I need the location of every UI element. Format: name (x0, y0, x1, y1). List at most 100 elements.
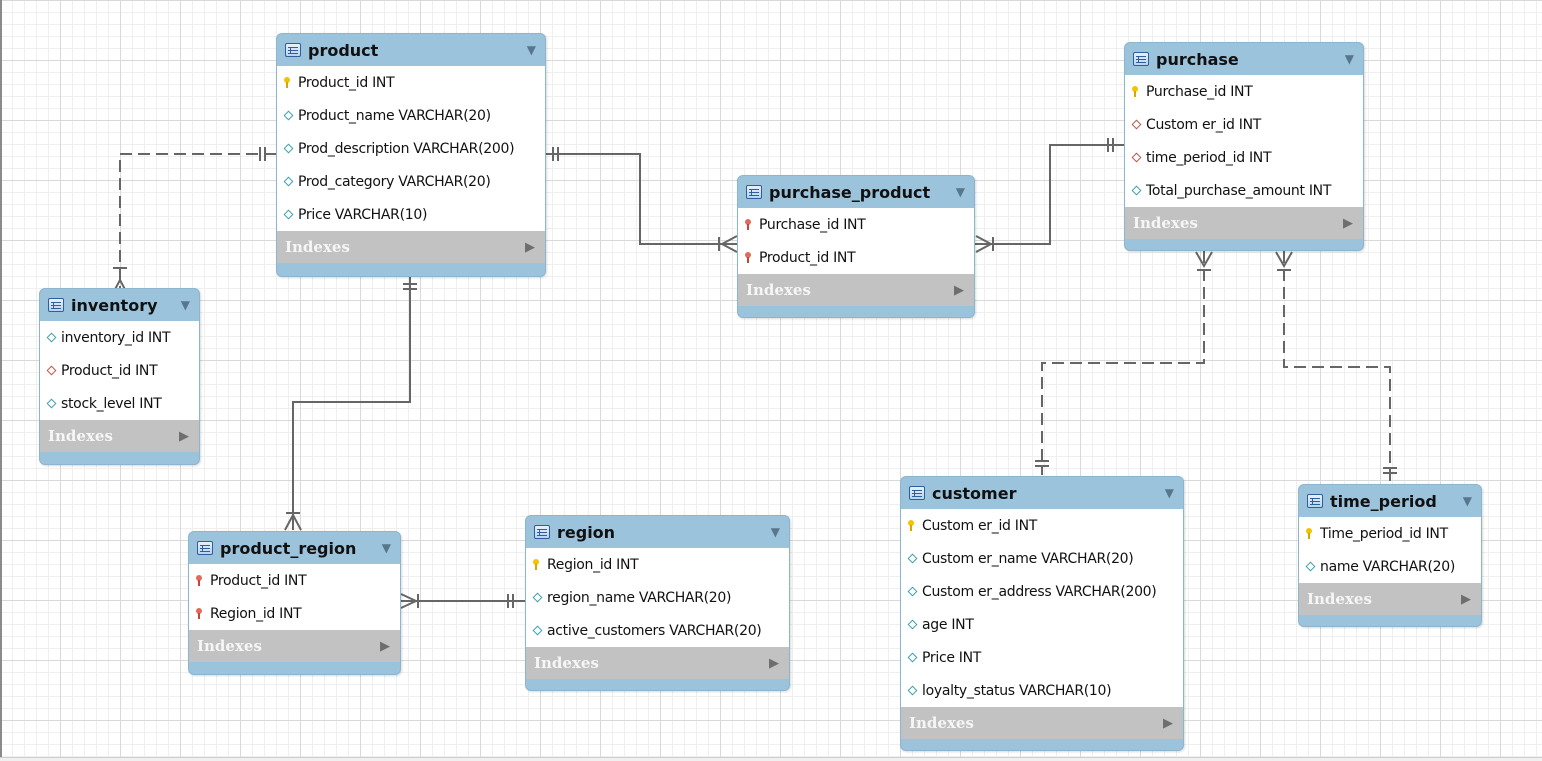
column-row[interactable]: Price VARCHAR(10) (277, 198, 545, 231)
table-header[interactable]: region ▼ (526, 516, 789, 548)
triangle-down-icon[interactable]: ▼ (1164, 486, 1174, 500)
purchase-product-table[interactable]: purchase_product ▼ Purchase_id INT Produ… (737, 175, 975, 318)
column-label: name VARCHAR(20) (1320, 558, 1455, 575)
time-period-table[interactable]: time_period ▼ Time_period_id INT name VA… (1298, 484, 1482, 627)
table-icon (1307, 494, 1323, 508)
triangle-right-icon[interactable]: ▶ (1163, 715, 1173, 731)
column-row[interactable]: region_name VARCHAR(20) (526, 581, 789, 614)
table-header[interactable]: time_period ▼ (1299, 485, 1481, 517)
column-row[interactable]: name VARCHAR(20) (1299, 550, 1481, 583)
column-row[interactable]: age INT (901, 608, 1183, 641)
column-row[interactable]: Product_id INT (40, 354, 199, 387)
column-row[interactable]: time_period_id INT (1125, 141, 1363, 174)
triangle-down-icon[interactable]: ▼ (1344, 52, 1354, 66)
table-header[interactable]: purchase ▼ (1125, 43, 1363, 75)
triangle-right-icon[interactable]: ▶ (769, 655, 779, 671)
column-row[interactable]: stock_level INT (40, 387, 199, 420)
indexes-section[interactable]: Indexes▶ (1299, 583, 1481, 615)
purchase-table[interactable]: purchase ▼ Purchase_id INT Custom er_id … (1124, 42, 1364, 251)
red-key-icon (196, 574, 208, 587)
indexes-section[interactable]: Indexes▶ (738, 274, 974, 306)
triangle-down-icon[interactable]: ▼ (381, 541, 391, 555)
column-row[interactable]: Purchase_id INT (1125, 75, 1363, 108)
table-icon (285, 43, 301, 57)
column-row[interactable]: Custom er_id INT (1125, 108, 1363, 141)
indexes-section[interactable]: Indexes▶ (901, 707, 1183, 739)
triangle-right-icon[interactable]: ▶ (1343, 215, 1353, 231)
product-table[interactable]: product ▼ Product_id INT Product_name VA… (276, 33, 546, 277)
triangle-down-icon[interactable]: ▼ (770, 525, 780, 539)
indexes-label: Indexes (285, 238, 350, 256)
customer-table[interactable]: customer ▼ Custom er_id INT Custom er_na… (900, 476, 1184, 751)
column-row[interactable]: Prod_category VARCHAR(20) (277, 165, 545, 198)
table-icon (909, 486, 925, 500)
column-label: loyalty_status VARCHAR(10) (922, 682, 1112, 699)
indexes-section[interactable]: Indexes ▶ (189, 630, 400, 662)
inventory-table[interactable]: inventory ▼ inventory_id INT Product_id … (39, 288, 200, 465)
column-label: Product_id INT (210, 572, 307, 589)
column-row[interactable]: Region_id INT (526, 548, 789, 581)
indexes-section[interactable]: Indexes▶ (40, 420, 199, 452)
triangle-right-icon[interactable]: ▶ (954, 282, 964, 298)
red-diamond-icon (1131, 119, 1144, 130)
rel-product-purchase-product-one-end (552, 147, 559, 161)
column-row[interactable]: Product_id INT (189, 564, 400, 597)
column-row[interactable]: Total_purchase_amount INT (1125, 174, 1363, 207)
table-icon (1133, 52, 1149, 66)
indexes-label: Indexes (1133, 214, 1198, 232)
rel-purchase-customer-many-end (1195, 251, 1213, 271)
indexes-section[interactable]: Indexes ▶ (1125, 207, 1363, 239)
column-row[interactable]: active_customers VARCHAR(20) (526, 614, 789, 647)
indexes-section[interactable]: Indexes ▶ (526, 647, 789, 679)
horizontal-scrollbar-track[interactable] (0, 757, 1542, 761)
triangle-down-icon[interactable]: ▼ (1462, 494, 1472, 508)
diamond-icon (283, 143, 296, 154)
triangle-right-icon[interactable]: ▶ (1461, 591, 1471, 607)
indexes-label: Indexes (197, 637, 262, 655)
table-icon (746, 185, 762, 199)
column-row[interactable]: Price INT (901, 641, 1183, 674)
triangle-down-icon[interactable]: ▼ (955, 185, 965, 199)
diamond-icon (907, 619, 920, 630)
table-header[interactable]: inventory ▼ (40, 289, 199, 321)
column-row[interactable]: Custom er_name VARCHAR(20) (901, 542, 1183, 575)
diamond-icon (532, 625, 545, 636)
column-row[interactable]: Custom er_id INT (901, 509, 1183, 542)
table-header[interactable]: purchase_product ▼ (738, 176, 974, 208)
diamond-icon (532, 592, 545, 603)
column-row[interactable]: Product_id INT (738, 241, 974, 274)
column-row[interactable]: Product_id INT (277, 66, 545, 99)
column-label: Total_purchase_amount INT (1146, 182, 1332, 199)
table-header[interactable]: customer ▼ (901, 477, 1183, 509)
triangle-down-icon[interactable]: ▼ (526, 43, 536, 57)
red-diamond-icon (1131, 152, 1144, 163)
region-table[interactable]: region ▼ Region_id INT region_name VARCH… (525, 515, 790, 691)
table-icon (197, 541, 213, 555)
column-row[interactable]: Time_period_id INT (1299, 517, 1481, 550)
column-row[interactable]: Purchase_id INT (738, 208, 974, 241)
column-label: Custom er_address VARCHAR(200) (922, 583, 1157, 600)
indexes-label: Indexes (534, 654, 599, 672)
key-icon (284, 76, 296, 89)
column-row[interactable]: Prod_description VARCHAR(200) (277, 132, 545, 165)
indexes-section[interactable]: Indexes ▶ (277, 231, 545, 263)
triangle-right-icon[interactable]: ▶ (179, 428, 189, 444)
triangle-right-icon[interactable]: ▶ (525, 239, 535, 255)
diamond-icon (1305, 561, 1318, 572)
table-header[interactable]: product_region ▼ (189, 532, 400, 564)
product-region-table[interactable]: product_region ▼ Product_id INT Region_i… (188, 531, 401, 675)
rel-inventory-product-one-end (259, 147, 266, 161)
rel-product-purchase-product-many-end (718, 235, 738, 253)
triangle-down-icon[interactable]: ▼ (180, 298, 190, 312)
column-row[interactable]: Region_id INT (189, 597, 400, 630)
table-header[interactable]: product ▼ (277, 34, 545, 66)
red-key-icon (196, 607, 208, 620)
column-row[interactable]: Product_name VARCHAR(20) (277, 99, 545, 132)
triangle-right-icon[interactable]: ▶ (380, 638, 390, 654)
table-name: region (557, 522, 616, 542)
column-row[interactable]: Custom er_address VARCHAR(200) (901, 575, 1183, 608)
column-label: Prod_category VARCHAR(20) (298, 173, 491, 190)
canvas-left-border (0, 0, 2, 757)
column-row[interactable]: inventory_id INT (40, 321, 199, 354)
column-row[interactable]: loyalty_status VARCHAR(10) (901, 674, 1183, 707)
